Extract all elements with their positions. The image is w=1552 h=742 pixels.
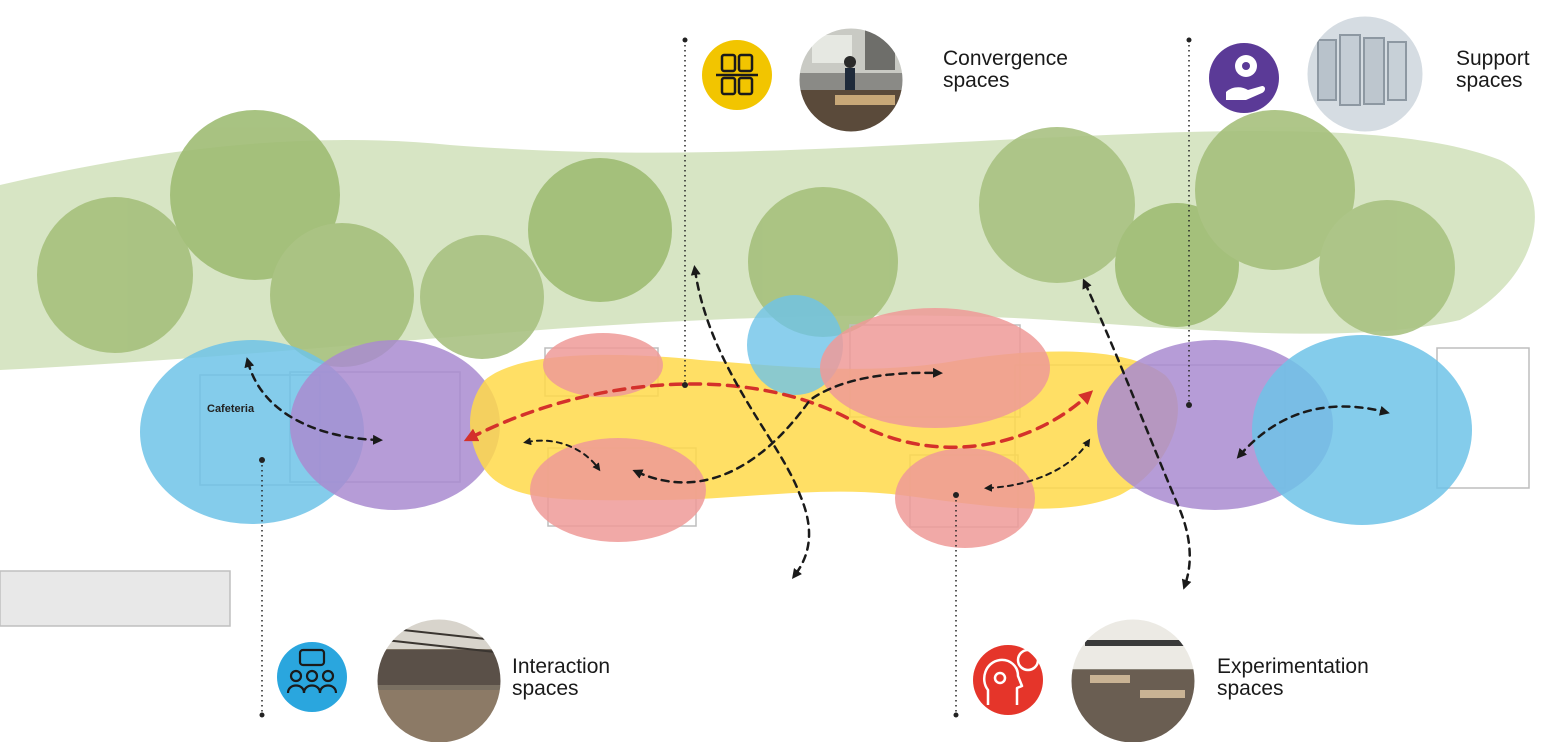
legend-label-line: spaces: [1456, 69, 1523, 92]
experimentation-zone: [820, 308, 1050, 428]
legend-label-support: Support spaces: [1456, 48, 1530, 92]
hands-icon: [716, 53, 758, 96]
experimentation-zone: [895, 448, 1035, 548]
tree: [170, 110, 340, 280]
tree: [37, 197, 193, 353]
leader-dot: [953, 492, 959, 498]
tree: [270, 223, 414, 367]
leader-dot: [682, 37, 688, 43]
legend-label-line: spaces: [512, 677, 579, 700]
leader-dot: [259, 457, 265, 463]
tree: [1319, 200, 1455, 336]
gear-hand-icon-badge: [1209, 43, 1279, 113]
legend-label-line: Experimentation: [1217, 655, 1369, 678]
leader-dot: [682, 382, 688, 388]
workspace-photo: [1071, 619, 1195, 742]
head-idea-icon: [983, 648, 1040, 705]
leader-lines: [259, 37, 1192, 718]
side-bar: [0, 570, 231, 627]
legend-label-interaction: Interaction spaces: [512, 656, 610, 700]
support-zone: [290, 340, 500, 510]
legend-label-line: spaces: [1217, 677, 1284, 700]
cafeteria-label: Cafeteria: [207, 403, 255, 415]
flow-arrow: [984, 438, 1091, 492]
people-chat-icon-badge: [277, 642, 347, 712]
legend-label-line: Convergence: [943, 47, 1068, 70]
flow-arrow: [1082, 278, 1192, 590]
leader-dot: [953, 712, 959, 718]
legend-experimentation: [973, 618, 1196, 742]
tree: [1195, 110, 1355, 270]
leader-dot: [1186, 402, 1192, 408]
leader-dot: [259, 712, 265, 718]
tree: [528, 158, 672, 302]
flow-arrow: [244, 357, 383, 445]
flow-arrow: [1236, 405, 1390, 459]
tree: [420, 235, 544, 359]
flow-arrow: [523, 437, 601, 472]
legend-label-experimentation: Experimentation spaces: [1217, 656, 1369, 700]
legend-label-line: Interaction: [512, 655, 611, 678]
experimentation-zone: [530, 438, 706, 542]
flow-arrow: [632, 367, 943, 484]
interaction-zone: [1252, 335, 1472, 525]
legend-support: [1209, 15, 1424, 133]
legend-convergence: [702, 27, 904, 133]
people-chat-icon: [286, 648, 338, 694]
gear-hand-icon: [1226, 55, 1265, 100]
legend-label-line: Support: [1456, 47, 1530, 70]
legend-interaction: [277, 618, 502, 742]
tree: [979, 127, 1135, 283]
legend-label-line: spaces: [943, 69, 1010, 92]
leader-dot: [1186, 37, 1192, 43]
legend-label-convergence: Convergence spaces: [943, 48, 1068, 92]
cafe-terrace-photo: [377, 619, 501, 742]
server-room-photo: [1317, 34, 1407, 106]
flow-arrows: [244, 265, 1390, 590]
